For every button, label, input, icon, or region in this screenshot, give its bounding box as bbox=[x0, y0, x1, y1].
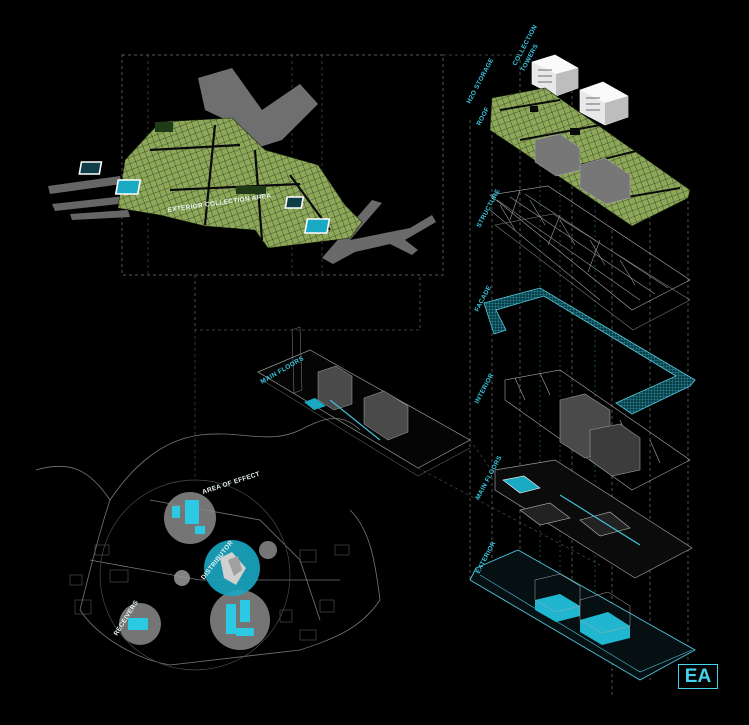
distributor bbox=[204, 540, 260, 596]
area-of-effect-circle bbox=[99, 479, 291, 671]
water-storage-tanks bbox=[78, 161, 331, 234]
area-of-effect-label: AREA OF EFFECT bbox=[201, 471, 261, 496]
collection-towers bbox=[531, 54, 629, 126]
layer-roof bbox=[489, 87, 691, 227]
layer-facade bbox=[483, 287, 696, 415]
inset-site-plan: EXTERIOR COLLECTION AREA bbox=[48, 54, 520, 331]
campus-map: AREA OF EFFECT DISTRIBUTOR RECEIVERS bbox=[35, 418, 381, 671]
layer-structure bbox=[489, 185, 691, 331]
structure-label: STRUCTURE bbox=[476, 188, 502, 229]
layer-main-floors bbox=[494, 459, 693, 579]
exploded-axonometric: H2O STORAGE COLLECTION TOWERS ROOF STRUC… bbox=[466, 24, 696, 695]
main-floors-slab: MAIN FLOORS bbox=[257, 326, 601, 566]
layer-interior bbox=[504, 369, 691, 491]
h2o-storage-label: H2O STORAGE bbox=[466, 57, 496, 105]
road-shape bbox=[322, 200, 436, 264]
layer-exterior bbox=[469, 549, 696, 681]
ea-logo: EA bbox=[678, 664, 718, 689]
receivers bbox=[119, 492, 277, 650]
road-shape bbox=[198, 68, 318, 150]
inset-frame bbox=[121, 54, 444, 276]
collection-grid bbox=[117, 117, 363, 249]
roof-label: ROOF bbox=[476, 106, 492, 127]
